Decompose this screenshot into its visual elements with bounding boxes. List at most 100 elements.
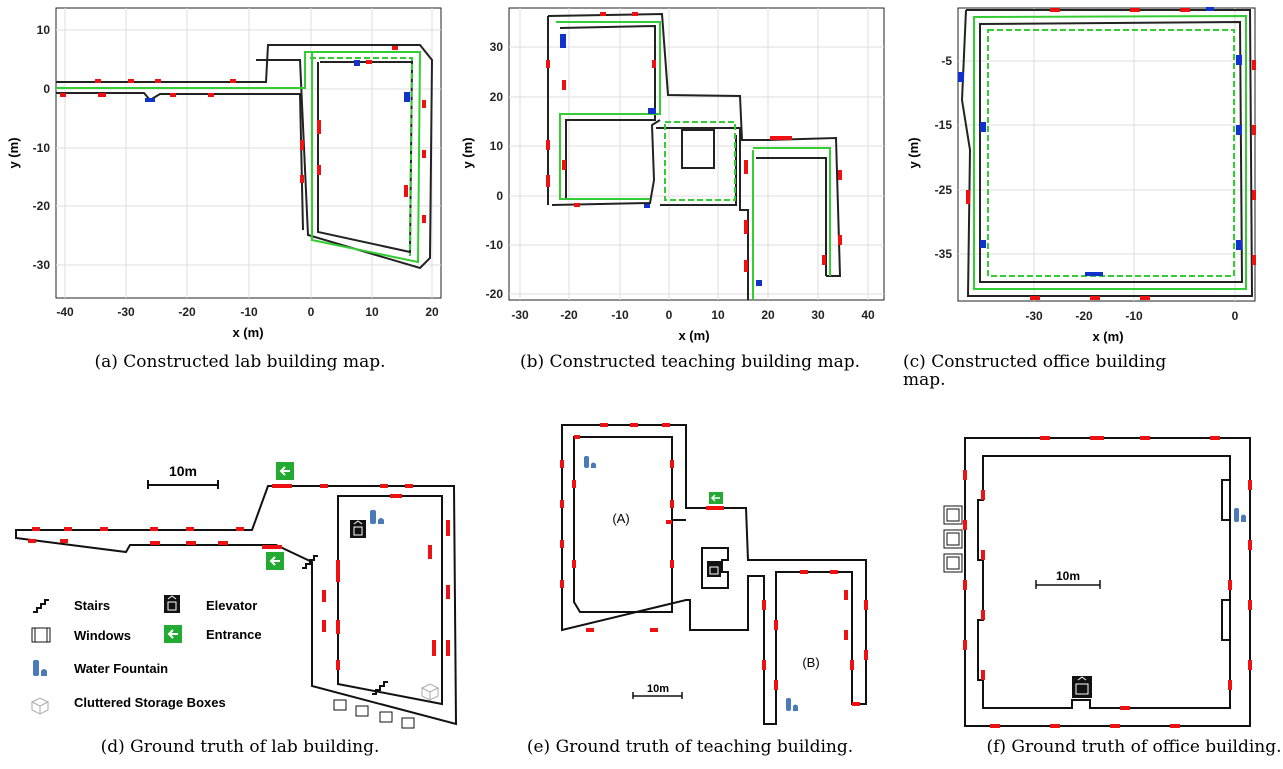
svg-text:-20: -20 (33, 199, 51, 213)
entrance-icon (276, 462, 294, 480)
trajectory-c (973, 14, 1247, 290)
svg-text:0: 0 (43, 82, 50, 96)
x-ticks-c: -30 -20 -10 0 (1025, 309, 1238, 323)
svg-text:20: 20 (425, 305, 439, 319)
y-axis-label-c: y (m) (906, 137, 921, 168)
svg-text:10m: 10m (647, 683, 669, 695)
walls-c (960, 9, 1254, 297)
region-label-a: (A) (612, 511, 629, 526)
elevator-icon (350, 520, 366, 538)
panel-d: 10m (15, 462, 458, 757)
svg-text:0: 0 (666, 308, 673, 322)
plot-frame-b (508, 7, 885, 301)
scale-bar-f: 10m (1035, 569, 1101, 589)
doors-b (546, 12, 842, 272)
grid-c (958, 8, 1255, 301)
doors-a (60, 46, 426, 223)
storage-boxes-icon (420, 683, 440, 701)
svg-text:10m: 10m (169, 463, 197, 479)
walls-b (547, 12, 842, 300)
elevator-icon (707, 561, 721, 577)
panel-b: -30 -20 -10 0 10 20 30 40 30 20 10 0 -10… (460, 7, 885, 372)
svg-text:-35: -35 (935, 247, 953, 261)
region-label-b: (B) (802, 655, 819, 670)
legend-label-entrance: Entrance (206, 627, 262, 642)
svg-text:-30: -30 (117, 305, 135, 319)
water-fountain-icon (1234, 508, 1246, 522)
caption-d: (d) Ground truth of lab building. (101, 737, 380, 757)
svg-text:20: 20 (761, 308, 775, 322)
caption-a: (a) Constructed lab building map. (95, 352, 386, 372)
scale-bar-e: 10m (632, 683, 683, 699)
caption-e: (e) Ground truth of teaching building. (527, 737, 853, 757)
x-axis-label-b: x (m) (678, 328, 709, 343)
windows-icon-row (333, 699, 415, 729)
y-axis-label-a: y (m) (6, 137, 21, 168)
y-ticks-a: 10 0 -10 -20 -30 (33, 23, 51, 272)
svg-text:10m: 10m (1056, 569, 1080, 583)
svg-text:0: 0 (1232, 309, 1239, 323)
svg-text:-30: -30 (1025, 309, 1043, 323)
windows-icon (31, 627, 51, 643)
panel-c: -30 -20 -10 0 -5 -15 -25 -35 x (m) y (m)… (903, 7, 1256, 390)
x-ticks-b: -30 -20 -10 0 10 20 30 40 (511, 308, 875, 322)
panel-a: -40 -30 -20 -10 0 10 20 10 0 -10 -20 -30… (6, 7, 442, 372)
caption-c-line1: (c) Constructed office building (903, 352, 1166, 372)
caption-b: (b) Constructed teaching building map. (520, 352, 860, 372)
svg-text:-10: -10 (240, 305, 258, 319)
grid-b (509, 8, 884, 300)
svg-text:-10: -10 (33, 141, 51, 155)
y-axis-label-b: y (m) (460, 137, 475, 168)
doors-e (560, 423, 868, 706)
svg-text:30: 30 (490, 40, 504, 54)
entrance-icon (266, 552, 284, 570)
panel-f: 10m (f) Ground truth of office building. (943, 436, 1282, 757)
svg-text:10: 10 (365, 305, 379, 319)
x-axis-label-c: x (m) (1092, 329, 1123, 344)
floorplan-f (964, 437, 1251, 727)
stairs-icon (302, 555, 318, 569)
caption-f: (f) Ground truth of office building. (986, 737, 1281, 757)
entrance-icon (709, 492, 723, 504)
elevator-icon (164, 595, 180, 613)
svg-text:-20: -20 (486, 287, 504, 301)
y-ticks-c: -5 -15 -25 -35 (935, 54, 953, 261)
svg-text:-10: -10 (611, 308, 629, 322)
doors-f (963, 436, 1252, 728)
water-fountain-icon (584, 456, 596, 468)
stairs-icon (33, 599, 49, 613)
svg-text:-20: -20 (1075, 309, 1093, 323)
svg-text:0: 0 (496, 189, 503, 203)
stairs-icon (372, 681, 388, 695)
trajectory-a (56, 51, 422, 264)
svg-text:-15: -15 (935, 118, 953, 132)
y-ticks-b: 30 20 10 0 -10 -20 (486, 40, 504, 301)
legend-d: Stairs Elevator Windows Entrance Water F… (30, 595, 262, 715)
legend-label-elevator: Elevator (206, 598, 257, 613)
legend-label-boxes: Cluttered Storage Boxes (74, 695, 226, 710)
x-axis-label-a: x (m) (232, 325, 263, 340)
svg-text:-30: -30 (511, 308, 529, 322)
svg-text:0: 0 (308, 305, 315, 319)
legend-label-stairs: Stairs (74, 598, 110, 613)
entrance-icon (164, 625, 182, 643)
legend-label-water: Water Fountain (74, 661, 168, 676)
extra-a (145, 60, 410, 102)
svg-text:10: 10 (711, 308, 725, 322)
caption-c-line2: map. (903, 370, 946, 390)
svg-text:10: 10 (37, 23, 51, 37)
legend-label-windows: Windows (74, 628, 131, 643)
storage-boxes-icon (30, 697, 50, 715)
plot-frame-c (957, 7, 1256, 302)
water-fountain-icon (370, 510, 384, 524)
extra-b (560, 34, 762, 286)
elevator-icon (1072, 676, 1092, 698)
svg-text:-25: -25 (935, 183, 953, 197)
svg-text:-10: -10 (486, 238, 504, 252)
water-fountain-icon (786, 698, 798, 711)
svg-text:-20: -20 (178, 305, 196, 319)
x-ticks-a: -40 -30 -20 -10 0 10 20 (56, 305, 439, 319)
windows-icon-column (943, 505, 963, 573)
svg-text:-30: -30 (33, 258, 51, 272)
floorplan-e (561, 424, 867, 725)
